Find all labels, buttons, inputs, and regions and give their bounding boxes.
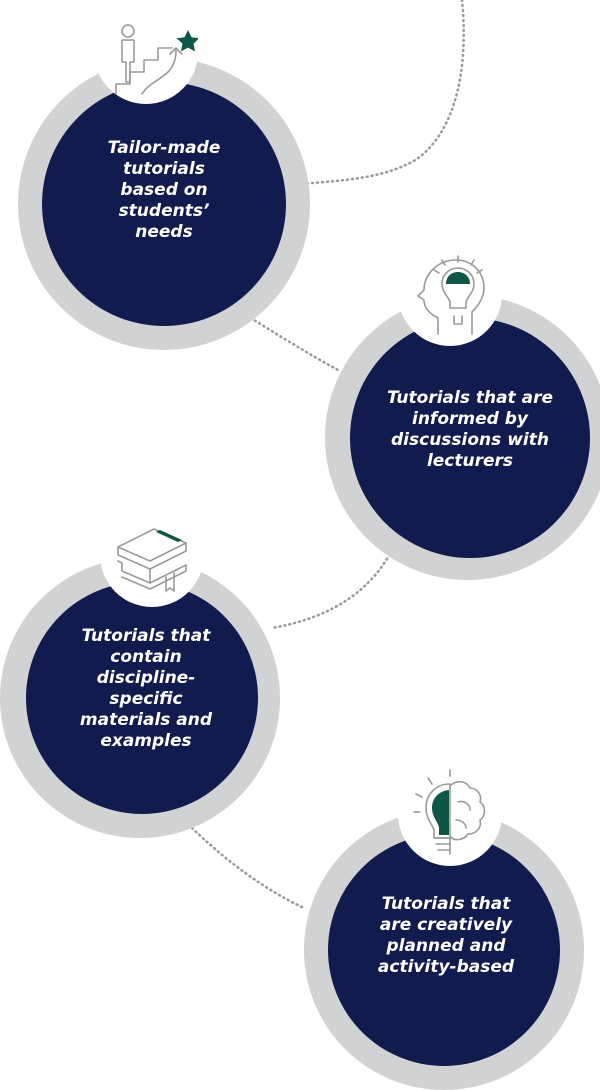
step-3-label: Tutorials that contain discipline-specif… — [79, 626, 213, 751]
step-4-disc — [328, 834, 560, 1066]
head-lightbulb-icon — [398, 242, 502, 346]
step-4-label: Tutorials that are creatively planned an… — [377, 894, 515, 977]
step-2-label: Tutorials that are informed by discussio… — [387, 388, 553, 471]
step-3-disc — [26, 582, 258, 814]
books-icon — [100, 503, 204, 607]
stairs-star-icon — [94, 0, 198, 104]
step-1-disc — [42, 82, 286, 326]
step-2-disc — [350, 318, 590, 558]
step-1-label: Tailor-made tutorials based on students’… — [107, 137, 221, 242]
brain-lightbulb-icon — [398, 762, 502, 866]
